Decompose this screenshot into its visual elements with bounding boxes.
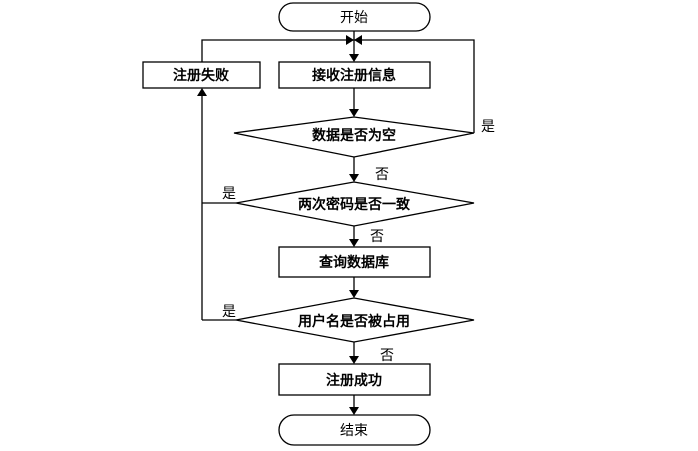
decision-username-label: 用户名是否被占用 <box>298 313 410 330</box>
end-terminal <box>278 414 431 446</box>
arrowhead-success <box>349 356 359 364</box>
success-label: 注册成功 <box>326 372 382 389</box>
decision-username <box>235 297 475 343</box>
start-terminal <box>278 2 431 32</box>
fail-label: 注册失败 <box>173 67 230 84</box>
fail-box <box>142 61 261 89</box>
arrowhead-query <box>349 239 359 247</box>
arrowhead-password <box>349 174 359 182</box>
arrowhead-empty <box>349 109 359 117</box>
decision-empty-label: 数据是否为空 <box>312 127 396 144</box>
receive-label: 接收注册信息 <box>312 67 396 84</box>
decision-empty <box>233 116 475 158</box>
connector-top-loop <box>201 39 475 133</box>
arrowhead-junction-right <box>354 35 362 45</box>
decision-password-label: 两次密码是否一致 <box>298 196 411 213</box>
arrowhead-end <box>349 407 359 415</box>
end-label: 结束 <box>340 423 368 439</box>
edge-label-empty-yes: 是 <box>481 119 495 135</box>
success-box <box>278 363 431 396</box>
arrowhead-fail <box>197 88 207 96</box>
receive-box <box>278 61 431 89</box>
edge-label-empty-no: 否 <box>375 167 389 183</box>
start-label: 开始 <box>340 10 368 26</box>
edge-label-password-no: 否 <box>370 229 384 245</box>
arrowhead-receive <box>349 54 359 62</box>
edge-label-password-yes: 是 <box>222 186 236 202</box>
arrowhead-username <box>349 290 359 298</box>
connector-fail-loop <box>201 96 236 321</box>
decision-password <box>235 181 475 227</box>
edge-label-username-yes: 是 <box>222 304 236 320</box>
query-label: 查询数据库 <box>319 254 389 271</box>
edge-label-username-no: 否 <box>380 348 394 364</box>
arrowhead-junction-left <box>346 35 354 45</box>
query-box <box>278 246 431 278</box>
